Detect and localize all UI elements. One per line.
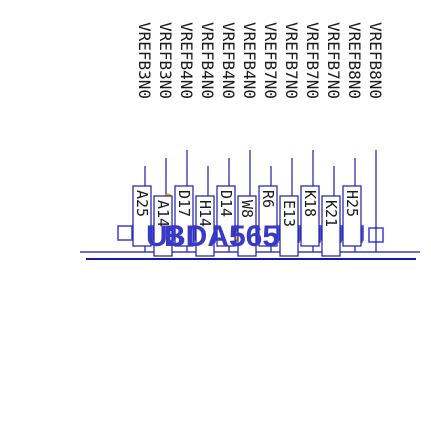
net-labels: VREFB8N0VREFB8N0VREFB7N0VREFB7N0VREFB7N0… <box>135 22 385 99</box>
pin-number: K21 <box>322 200 340 227</box>
net-label: VREFB4N0 <box>240 22 259 99</box>
net-label: VREFB7N0 <box>324 22 343 99</box>
net-label: VREFB3N0 <box>156 22 175 99</box>
net-label: VREFB8N0 <box>366 22 385 99</box>
component-value: BDA565 <box>164 220 279 253</box>
net-label: VREFB7N0 <box>261 22 280 99</box>
component-reference: U3 <box>146 220 184 253</box>
pin-number: D14 <box>217 190 235 217</box>
pin-number: E13 <box>280 200 298 227</box>
pin-number: W8 <box>238 200 256 218</box>
pin-box <box>132 185 152 247</box>
pin-box <box>300 185 320 247</box>
pin-box <box>258 185 278 247</box>
net-label: VREFB4N0 <box>198 22 217 99</box>
pin-box <box>237 195 257 257</box>
pin-box <box>216 185 236 247</box>
pin-box <box>153 195 173 257</box>
pin-box <box>279 195 299 257</box>
pin-box <box>342 185 362 247</box>
net-label: VREFB3N0 <box>135 22 154 99</box>
pin-number: D17 <box>175 190 193 217</box>
component-body-edge <box>86 258 416 260</box>
net-label: VREFB4N0 <box>177 22 196 99</box>
net-label: VREFB7N0 <box>303 22 322 99</box>
net-label: VREFB4N0 <box>219 22 238 99</box>
pin-number: A25 <box>133 190 151 217</box>
net-label: VREFB8N0 <box>345 22 364 99</box>
pin-number: H14 <box>196 200 214 227</box>
pin-number: R6 <box>259 190 277 208</box>
pin-box <box>321 195 341 257</box>
pin-number: H25 <box>343 190 361 217</box>
pin-pad <box>117 225 133 241</box>
pin-box <box>195 195 215 257</box>
pin-box <box>174 185 194 247</box>
pin-number: K18 <box>301 190 319 217</box>
pin-number: A14 <box>154 200 172 227</box>
net-label: VREFB7N0 <box>282 22 301 99</box>
